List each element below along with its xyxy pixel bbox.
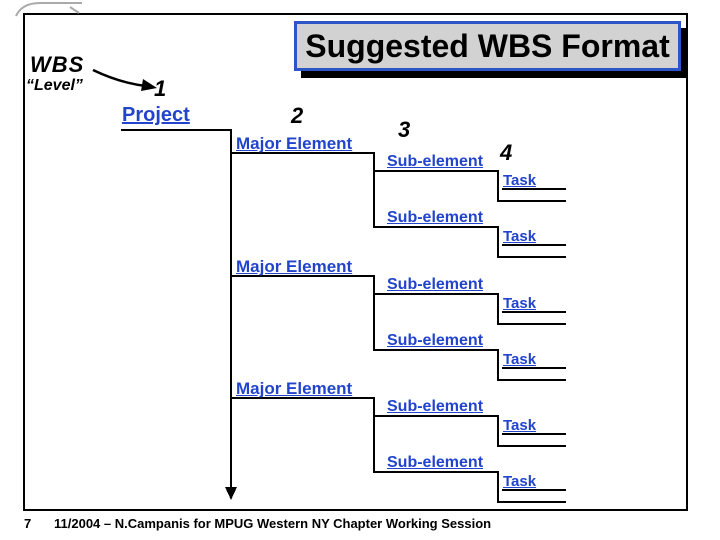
- sub-element-label: Sub-element: [387, 332, 484, 349]
- level-number-3: 3: [398, 117, 411, 142]
- sub-element-label: Sub-element: [387, 454, 484, 471]
- level-number-2: 2: [291, 103, 304, 128]
- task-label: Task: [503, 228, 537, 245]
- sub-element-label: Sub-element: [387, 276, 484, 293]
- footer-credit: 11/2004 – N.Campanis for MPUG Western NY…: [54, 516, 492, 531]
- task-label: Task: [503, 351, 537, 368]
- task-label: Task: [503, 172, 537, 189]
- slide-frame: [23, 13, 688, 511]
- footer-page-number: 7: [24, 516, 32, 531]
- level-number-4: 4: [500, 140, 513, 165]
- level-label: “Level”: [26, 77, 83, 94]
- slide-title: Suggested WBS Format: [294, 21, 681, 71]
- major-element-label: Major Element: [236, 379, 353, 398]
- major-element-label: Major Element: [236, 134, 353, 153]
- task-label: Task: [503, 295, 537, 312]
- task-label: Task: [503, 473, 537, 490]
- major-element-label: Major Element: [236, 257, 353, 276]
- sub-element-label: Sub-element: [387, 398, 484, 415]
- project-label: Project: [122, 104, 190, 126]
- task-label: Task: [503, 417, 537, 434]
- slide-title-text: Suggested WBS Format: [305, 27, 670, 64]
- wbs-label: WBS: [30, 52, 85, 77]
- sub-element-label: Sub-element: [387, 209, 484, 226]
- level-number-1: 1: [154, 76, 167, 101]
- sub-element-label: Sub-element: [387, 153, 484, 170]
